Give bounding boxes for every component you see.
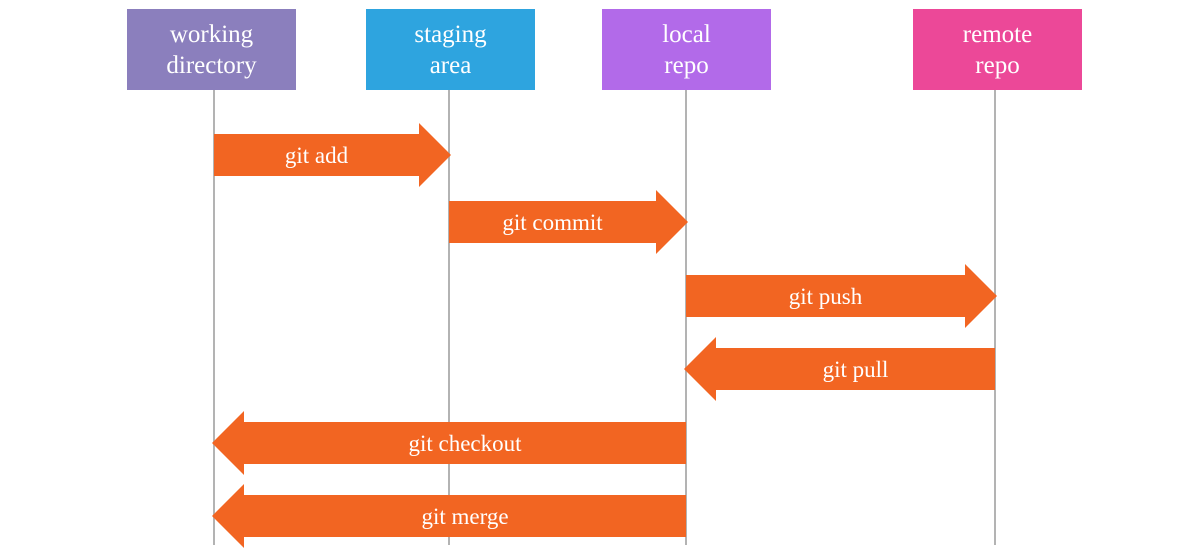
arrow-shape (686, 264, 997, 328)
lane-header-box (366, 9, 535, 90)
lane-headers: workingdirectorystagingarealocalreporemo… (127, 9, 1082, 90)
lane-header-label-line: directory (166, 52, 257, 79)
arrow-git-checkout: git checkout (212, 411, 686, 475)
arrow-git-commit: git commit (449, 190, 688, 254)
lane-header-label-line: working (170, 21, 254, 48)
arrow-label: git pull (823, 357, 889, 382)
arrow-shape (214, 123, 451, 187)
lane-header-box (913, 9, 1082, 90)
lane-header-label-line: area (430, 52, 472, 79)
arrow-label: git add (285, 143, 349, 168)
arrow-shape (684, 337, 995, 401)
arrow-git-merge: git merge (212, 484, 686, 548)
lifelines (213, 90, 996, 545)
command-arrows: git add git commit git push git pull git che… (212, 123, 997, 548)
lane-header-staging: staging area (366, 9, 535, 90)
lane-header-local: local repo (602, 9, 771, 90)
arrow-label: git merge (421, 504, 508, 529)
arrow-shape (449, 190, 688, 254)
lane-header-label-line: repo (664, 52, 708, 79)
lane-header-label-line: repo (975, 52, 1019, 79)
arrow-git-push: git push (686, 264, 997, 328)
lane-header-working: working directory (127, 9, 296, 90)
arrow-label: git push (789, 284, 863, 309)
lane-header-box (127, 9, 296, 90)
arrow-shape (212, 484, 686, 548)
lane-header-box (602, 9, 771, 90)
arrow-git-pull: git pull (684, 337, 995, 401)
arrow-label: git commit (502, 210, 603, 235)
arrow-shape (212, 411, 686, 475)
lane-header-label-line: local (662, 21, 711, 48)
lane-header-label-line: remote (963, 21, 1032, 48)
arrow-git-add: git add (214, 123, 451, 187)
lane-header-remote: remote repo (913, 9, 1082, 90)
lane-header-label-line: staging (414, 21, 487, 48)
arrow-label: git checkout (408, 431, 522, 456)
